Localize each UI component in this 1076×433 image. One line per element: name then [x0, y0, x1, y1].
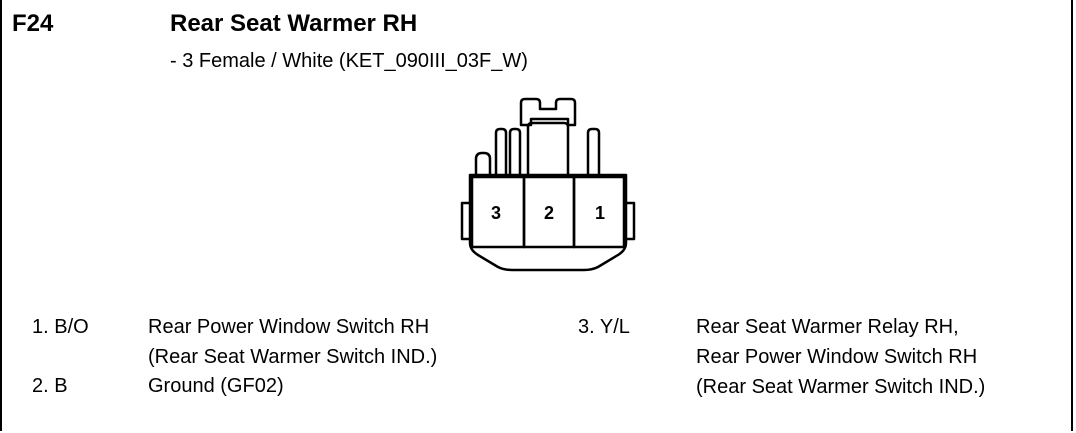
connector-rib-left-2 — [508, 127, 522, 175]
pin-description-line: Rear Power Window Switch RH — [148, 316, 430, 338]
pin-entry-description: Rear Power Window Switch RH (Rear Seat W… — [148, 312, 437, 372]
connector-ear-left — [460, 201, 470, 241]
connector-ear-right — [626, 201, 636, 241]
connector-rib-left — [494, 127, 508, 175]
pin-entry-number: 3. Y/L — [578, 316, 630, 338]
pin-entry-description: Rear Seat Warmer Relay RH, Rear Power Wi… — [696, 312, 985, 402]
pin-entry-description: Ground (GF02) — [148, 371, 284, 401]
connector-drawing: 3 2 1 — [460, 97, 636, 272]
pin-description-line: (Rear Seat Warmer Switch IND.) — [696, 376, 986, 398]
pin-description-line: Ground (GF02) — [148, 375, 284, 397]
pin-description-line: Rear Power Window Switch RH — [696, 346, 978, 368]
connector-subtitle: - 3 Female / White (KET_090III_03F_W) — [170, 50, 528, 72]
pin-number-1: 1 — [595, 203, 605, 223]
connector-tab-left — [474, 151, 492, 175]
connector-title: Rear Seat Warmer RH — [170, 10, 418, 37]
connector-body — [468, 173, 628, 272]
connector-code: F24 — [12, 10, 54, 37]
connector-post — [526, 121, 570, 175]
connector-rib-right — [586, 127, 601, 175]
pin-entry-number: 1. B/O — [32, 316, 89, 338]
pin-number-3: 3 — [491, 203, 501, 223]
connector-latch — [519, 97, 577, 127]
pin-description-line: (Rear Seat Warmer Switch IND.) — [148, 346, 438, 368]
pin-cavity-1 — [572, 175, 626, 249]
pin-entry-number: 2. B — [32, 375, 68, 397]
pin-number-2: 2 — [544, 203, 554, 223]
pin-description-line: Rear Seat Warmer Relay RH, — [696, 316, 959, 338]
